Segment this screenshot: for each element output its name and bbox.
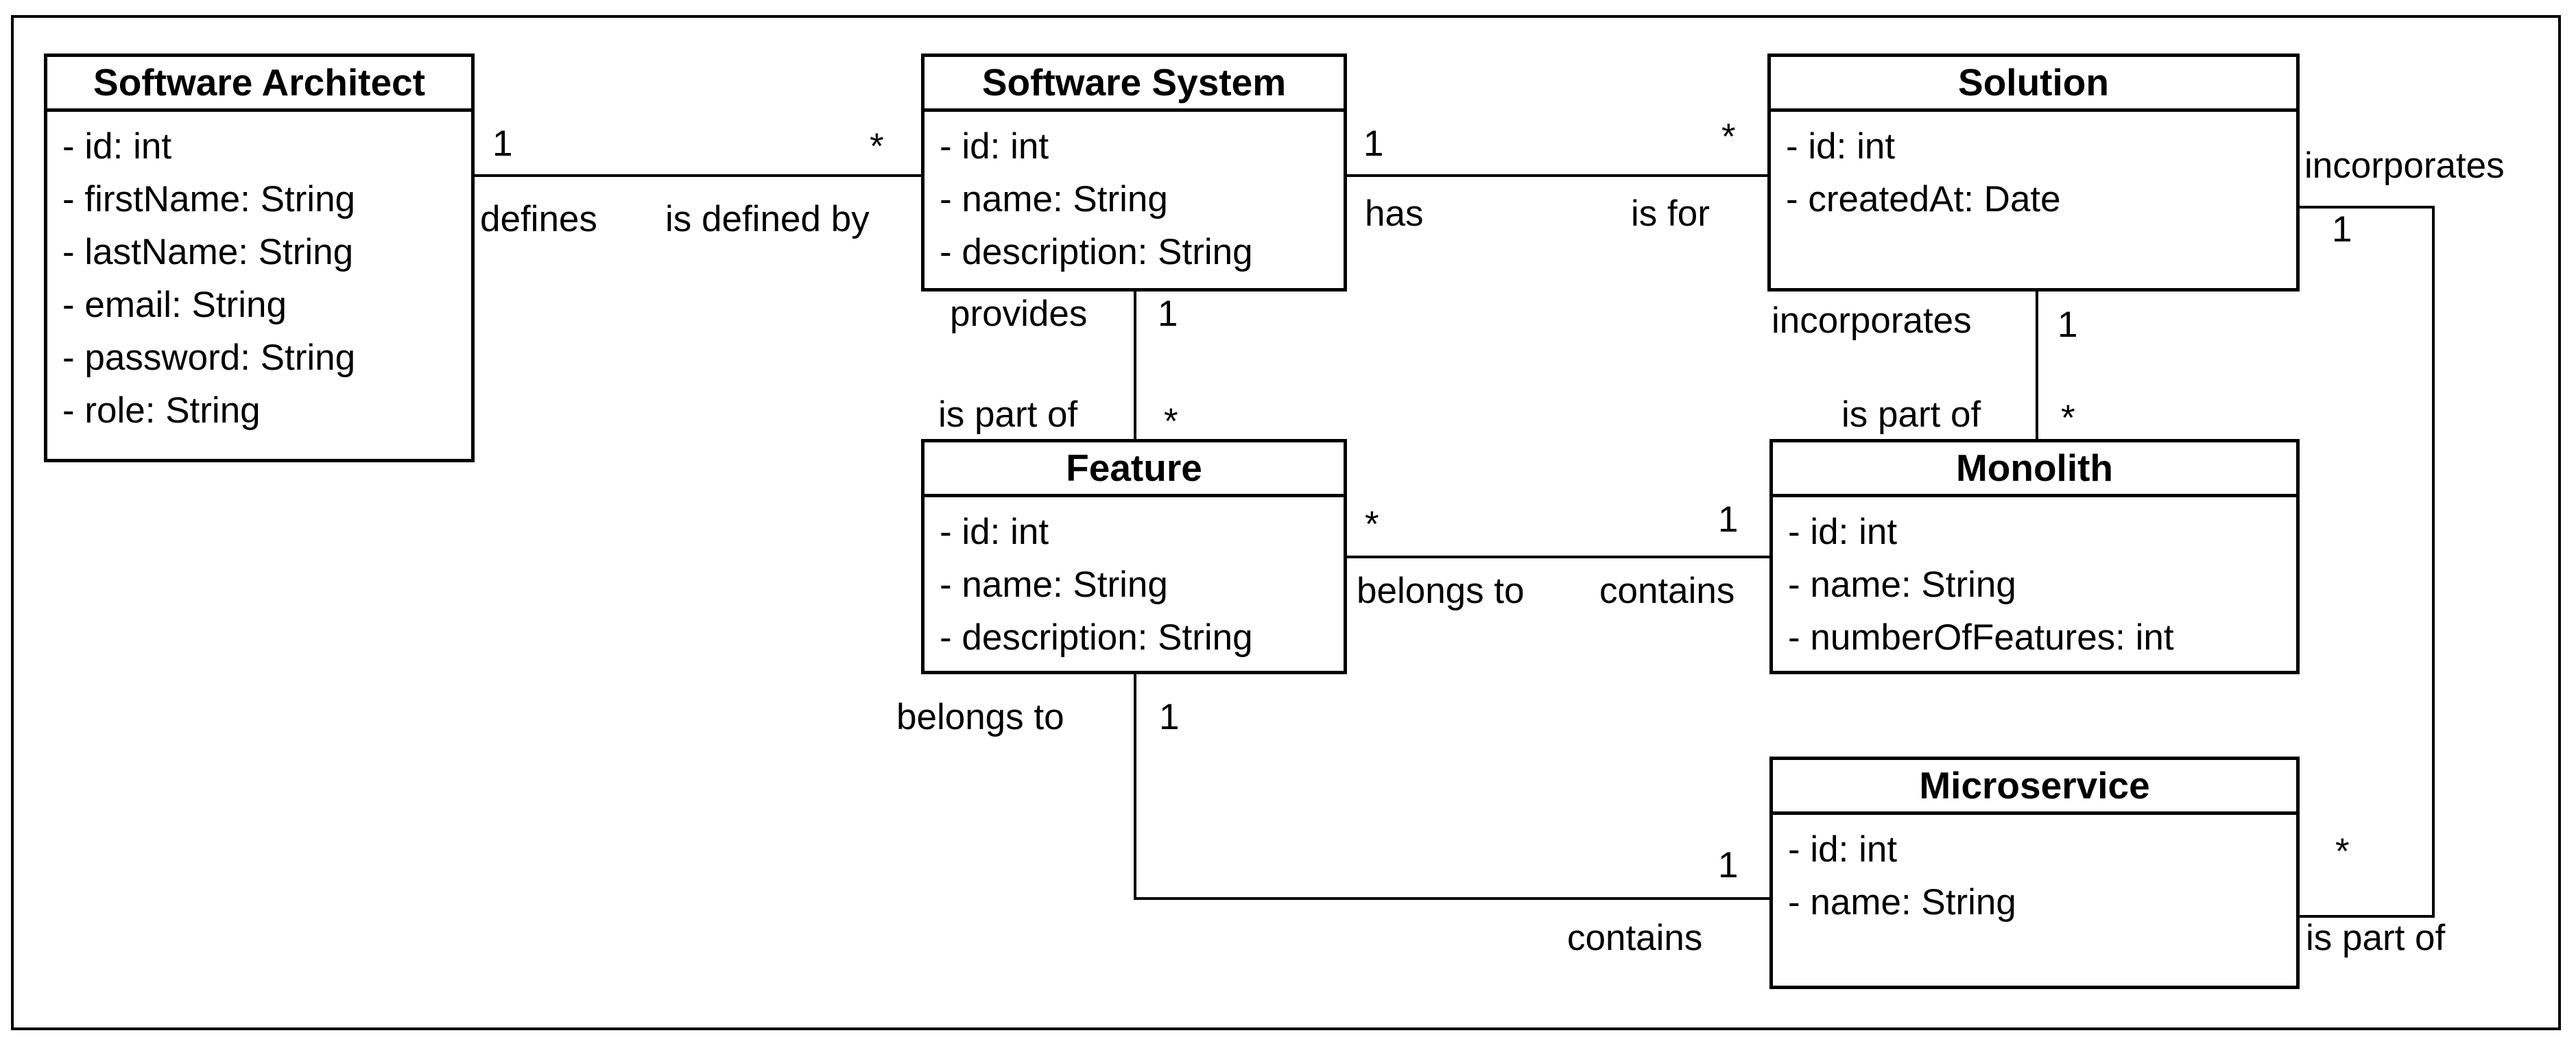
class-name: Software Architect — [47, 57, 471, 112]
attribute: - description: String — [940, 232, 1253, 272]
diagram-frame — [11, 15, 2561, 1030]
class-software-architect: Software Architect - id: int - firstName… — [44, 54, 475, 462]
multiplicity: 1 — [492, 123, 513, 164]
attribute: - role: String — [62, 390, 261, 431]
role-label: provides — [950, 294, 1088, 334]
attribute: - name: String — [940, 179, 1168, 219]
role-label: contains — [1599, 571, 1735, 611]
class-monolith: Monolith - id: int - name: String - numb… — [1769, 439, 2300, 674]
multiplicity: * — [2061, 398, 2075, 438]
class-microservice: Microservice - id: int - name: String — [1769, 757, 2300, 989]
class-name: Monolith — [1773, 442, 2296, 497]
multiplicity: 1 — [2058, 305, 2078, 345]
role-label: belongs to — [1357, 571, 1525, 611]
attribute: - id: int — [1786, 126, 1896, 167]
class-name: Microservice — [1773, 760, 2296, 815]
multiplicity: * — [1721, 117, 1736, 157]
multiplicity: * — [1365, 504, 1379, 545]
multiplicity: 1 — [1158, 294, 1178, 334]
role-label: belongs to — [896, 697, 1064, 737]
attribute: - id: int — [1788, 512, 1898, 552]
multiplicity: * — [1164, 401, 1178, 442]
attribute: - numberOfFeatures: int — [1788, 617, 2174, 658]
attribute: - name: String — [1788, 564, 2016, 605]
attribute: - description: String — [940, 617, 1253, 658]
class-software-system: Software System - id: int - name: String… — [921, 54, 1347, 292]
attribute: - id: int — [940, 512, 1049, 552]
multiplicity: 1 — [1159, 697, 1180, 737]
attribute: - email: String — [62, 285, 287, 325]
class-name: Software System — [925, 57, 1344, 112]
role-label: incorporates — [1772, 300, 1972, 341]
line-solution-microservice — [2298, 206, 2435, 918]
attribute: - name: String — [1788, 882, 2016, 923]
class-name: Solution — [1771, 57, 2296, 112]
attribute: - password: String — [62, 337, 356, 378]
multiplicity: 1 — [2332, 209, 2352, 250]
role-label: contains — [1567, 918, 1703, 958]
line-feature-microservice — [1134, 673, 1771, 900]
class-feature: Feature - id: int - name: String - descr… — [921, 439, 1347, 674]
multiplicity: 1 — [1718, 499, 1739, 540]
multiplicity: * — [2335, 831, 2350, 872]
role-label: incorporates — [2304, 145, 2505, 186]
attribute: - name: String — [940, 564, 1168, 605]
attribute: - lastName: String — [62, 232, 354, 272]
attribute: - createdAt: Date — [1786, 179, 2061, 219]
role-label: is part of — [2306, 918, 2446, 958]
role-label: has — [1365, 193, 1424, 234]
multiplicity: 1 — [1363, 123, 1384, 164]
class-name: Feature — [925, 442, 1344, 497]
attribute: - firstName: String — [62, 179, 356, 219]
role-label: is defined by — [665, 199, 870, 239]
role-label: is part of — [1841, 394, 1981, 435]
attribute: - id: int — [1788, 829, 1898, 870]
multiplicity: * — [870, 126, 884, 167]
class-solution: Solution - id: int - createdAt: Date — [1767, 54, 2300, 292]
role-label: is part of — [938, 394, 1078, 435]
attribute: - id: int — [940, 126, 1049, 167]
role-label: defines — [480, 199, 597, 239]
multiplicity: 1 — [1718, 845, 1739, 885]
attribute: - id: int — [62, 126, 172, 167]
role-label: is for — [1631, 193, 1710, 234]
